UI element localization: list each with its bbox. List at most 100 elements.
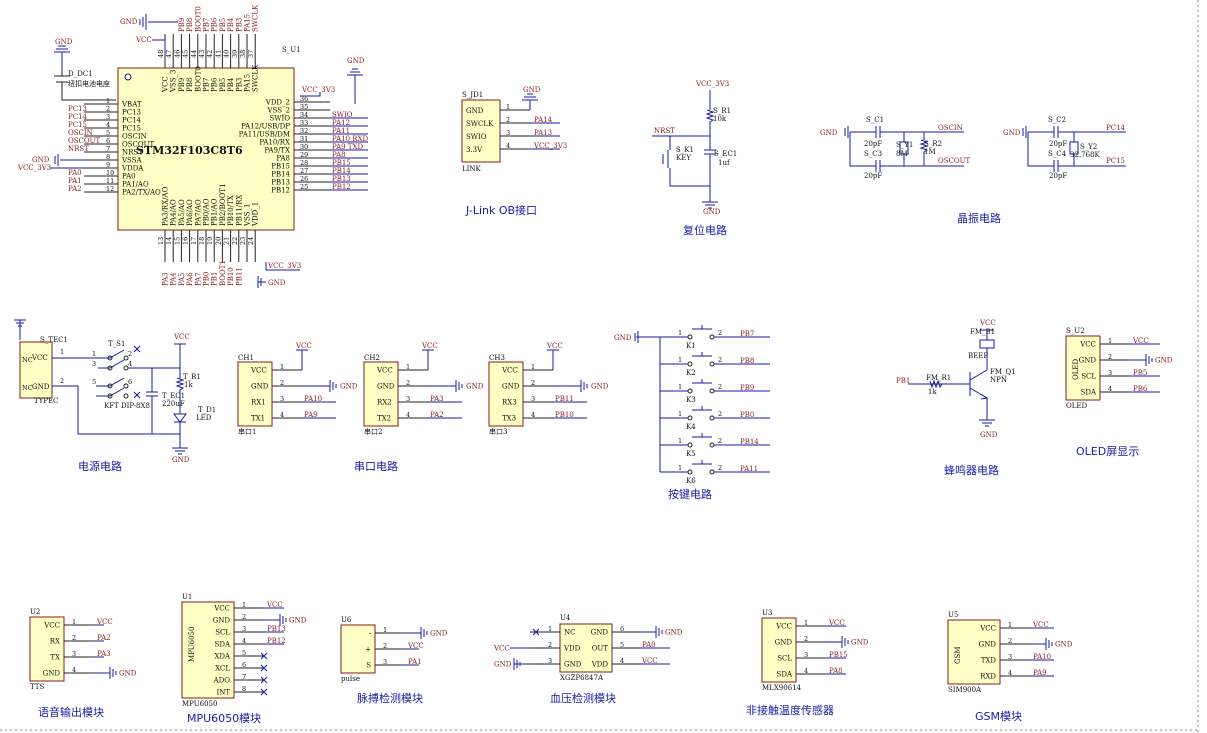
- mcu-net-label: PB10: [227, 267, 235, 286]
- mcu-net-label: PB12: [332, 183, 351, 191]
- mcu-pin-number: 25: [300, 183, 308, 191]
- switch-contact: [123, 383, 129, 389]
- oled-pin-number: 2: [1108, 353, 1112, 361]
- caption-power: 电源电路: [78, 459, 122, 473]
- mcu-pin-number: 29: [300, 151, 308, 159]
- mcu-pin-number: 33: [300, 119, 308, 127]
- voice-pin-number: 2: [72, 634, 76, 642]
- jlink-gnd-label: GND: [523, 86, 541, 94]
- mcu-net-label: PA9 TXD: [332, 143, 363, 151]
- switch-pin3: 3: [92, 360, 96, 368]
- power-d-val: LED: [196, 414, 212, 422]
- mcu-right-vcc-label: VCC_3V3: [301, 86, 335, 94]
- key-contact: [687, 442, 693, 448]
- uart-pin-name: TX1: [251, 415, 265, 423]
- caption-voice: 语音输出模块: [38, 705, 104, 719]
- mpu-pin-name: SCL: [215, 629, 230, 637]
- battery-symbol: [54, 70, 116, 101]
- mpu-pin-name: SDA: [215, 641, 231, 649]
- mcu-pin-name: PB9: [178, 78, 186, 92]
- mcu-net-label: PB0: [203, 272, 211, 286]
- gsm-net-label: PA9: [1033, 669, 1047, 677]
- mcu-pin-name: PB5: [219, 78, 227, 92]
- mcu-pin-name: PC14: [122, 117, 142, 125]
- bp-gnd-label: GND: [494, 661, 512, 669]
- mcu-right-gnd-label: GND: [347, 57, 365, 65]
- mcu-pin-name: PA12/USB/DP: [241, 123, 290, 131]
- mcu-pin-number: 18: [198, 237, 206, 245]
- crystal2-pc15: PC15: [1106, 157, 1125, 165]
- mcu-net-label: PC13: [68, 105, 87, 113]
- mcu-bottom-pins: 13PA3/RX/AOPA314PA4/AOPA415PA5/AOPA516PA…: [157, 183, 260, 286]
- key-pin-number: 2: [718, 464, 722, 472]
- key-switch: [660, 433, 770, 446]
- bp-ref: U4: [560, 614, 571, 622]
- mcu-net-label: PB8: [186, 18, 194, 32]
- mpu-net-label: PB13: [267, 625, 286, 633]
- uart-gnd-symbol: [580, 380, 588, 392]
- mcu-pin-number: 27: [300, 167, 308, 175]
- bp-pin-number: 1: [548, 625, 552, 633]
- reset-k-val: KEY: [676, 154, 691, 162]
- mcu-pin-name: PB11/RX: [235, 195, 243, 226]
- mcu-net-label: PB15: [332, 159, 351, 167]
- uart-pin-number: 1: [531, 363, 535, 371]
- key-net-label: PB0: [740, 411, 754, 419]
- power-top-gnd: [14, 319, 26, 340]
- pulse-ref: U6: [341, 616, 352, 624]
- key-pin-number: 1: [678, 410, 682, 418]
- mcu-pin-number: 47: [165, 50, 173, 58]
- mcu-net-label: PA2: [68, 185, 82, 193]
- mpu-net-label: PB12: [267, 637, 286, 645]
- uart-vcc-label: VCC: [295, 342, 312, 350]
- modules: OLED屏显示 语音输出模块 MPU6050模块 脉搏检测模块 血压检测模块 非…: [29, 327, 1173, 725]
- mcu-pin-number: 37: [247, 50, 255, 58]
- key-net-label: PB8: [740, 357, 754, 365]
- switch-contact: [107, 393, 113, 399]
- mcu-pin-name: PA3/RX/AO: [162, 186, 170, 226]
- mpu-pin-number: 4: [242, 637, 246, 645]
- jlink-pin-name: SWIO: [466, 133, 487, 141]
- mcu-pin-number: 45: [182, 50, 190, 58]
- mcu-pin-name: PA15: [244, 74, 252, 92]
- bp-net-label: PA0: [642, 641, 656, 649]
- mcu-pin-number: 4: [106, 121, 110, 129]
- mcu-pin-name: PA8: [276, 155, 290, 163]
- temp-ref: U3: [762, 609, 772, 617]
- pulse-pin-number: 3: [383, 658, 387, 666]
- mpu-body: [181, 601, 235, 699]
- uart-gnd-symbol: [455, 380, 463, 392]
- mcu-pin-name: PA0: [122, 173, 136, 181]
- mcu-net-label: PB4: [227, 17, 235, 32]
- mcu-top-vcc-label: VCC: [135, 36, 152, 44]
- switch-pin6: 6: [128, 378, 132, 386]
- temp-pin-name: VCC: [775, 623, 792, 631]
- buzzer-wires: [908, 329, 995, 427]
- gsm-net-label: VCC: [1032, 621, 1049, 629]
- uart-pin-number: 3: [406, 395, 410, 403]
- gsm-pin-name: TXD: [981, 657, 997, 665]
- mcu-pin-name: VDDA: [121, 165, 144, 173]
- typec-pin2: 2: [60, 377, 64, 385]
- uart-pin-number: 2: [406, 379, 410, 387]
- oled-net-label: PB6: [1133, 385, 1148, 393]
- mcu-pin-number: 42: [206, 50, 214, 58]
- mcu-bottom-gnd-symbol: [257, 276, 266, 288]
- mcu-pin-name: PB4: [227, 77, 235, 92]
- bp-gnd-label: GND: [665, 629, 683, 637]
- jlink-ref: S_JD1: [462, 91, 483, 99]
- mcu-pin-number: 40: [223, 50, 231, 58]
- temp-pin-name: SDA: [777, 671, 793, 679]
- jlink-net-label: PA13: [534, 129, 552, 137]
- mcu-pin-number: 16: [182, 237, 190, 245]
- mcu-pin-name: SWIO: [270, 115, 291, 123]
- caption-crystal: 晶振电路: [957, 211, 1001, 225]
- key-pin-number: 2: [718, 437, 722, 445]
- reset-c-ref: S_EC1: [714, 150, 737, 158]
- temp-body: [761, 617, 797, 683]
- bp-pin-number: 5: [620, 641, 624, 649]
- mcu-pin-number: 20: [214, 237, 222, 245]
- switch-contact: [123, 393, 129, 399]
- oled-pin-number: 1: [1108, 337, 1112, 345]
